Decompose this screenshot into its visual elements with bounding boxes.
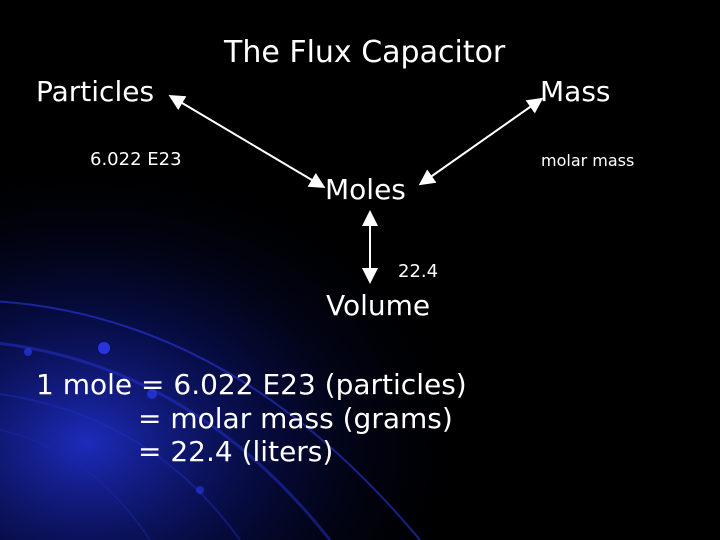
node-moles: Moles — [325, 173, 406, 206]
slide-title: The Flux Capacitor — [224, 35, 506, 70]
equation-line-3: = 22.4 (liters) — [138, 435, 334, 469]
mole-equation: 1 mole = 6.022 E23 (particles) = molar m… — [36, 368, 467, 469]
arrow-particles-moles — [168, 94, 326, 189]
equation-line-1: 1 mole = 6.022 E23 (particles) — [36, 368, 467, 401]
arrow-mass-moles — [418, 97, 544, 186]
edge-label-avogadro: 6.022 E23 — [90, 149, 182, 170]
node-volume: Volume — [326, 289, 431, 322]
edge-label-molar-mass: molar mass — [541, 151, 635, 170]
node-mass: Mass — [540, 75, 611, 108]
node-particles: Particles — [36, 75, 155, 108]
edge-label-molar-volume: 22.4 — [398, 261, 439, 282]
equation-line-2: = molar mass (grams) — [138, 401, 453, 435]
